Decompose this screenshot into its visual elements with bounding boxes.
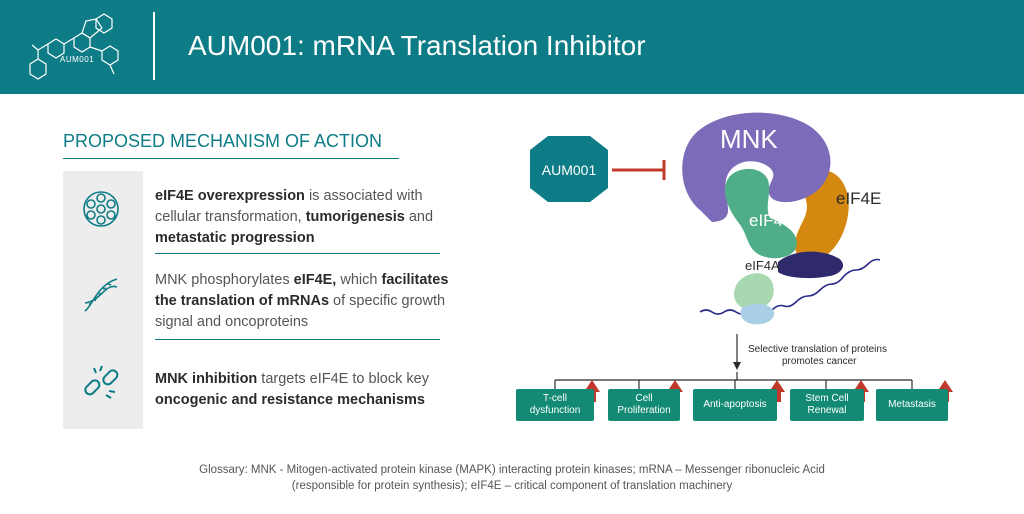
drug-hexagon	[530, 136, 608, 202]
mnk-label: MNK	[720, 124, 778, 154]
dna-helix-icon	[84, 278, 118, 312]
emphasis-text: MNK inhibition	[155, 371, 258, 387]
outcome-box: Metastasis	[876, 389, 948, 421]
outcome-line1: Anti-apoptosis	[703, 399, 767, 410]
mechanism-row-2: MNK phosphorylates eIF4E, which facilita…	[155, 270, 455, 333]
body-text: of specific growth signal and oncoprotei…	[155, 293, 446, 330]
eif4g-protein	[724, 168, 797, 259]
row-divider	[155, 253, 440, 254]
outcome-line1: T-cell	[543, 393, 567, 404]
outcome-line2: Proliferation	[617, 405, 671, 416]
glossary: Glossary: MNK - Mitogen-activated protei…	[120, 462, 904, 494]
broken-chain-icon	[84, 365, 119, 399]
body-text: is associated with cellular transformati…	[155, 188, 423, 225]
outcome-box: Anti-apoptosis	[693, 389, 777, 421]
emphasis-text: eIF4E overexpression	[155, 188, 305, 204]
emphasis-text: oncogenic and resistance mechanisms	[155, 392, 425, 408]
glossary-line-2: (responsible for protein synthesis); eIF…	[291, 480, 733, 492]
header-divider	[153, 12, 155, 80]
flow-arrowhead	[733, 362, 741, 370]
ribosome-subunit	[733, 273, 774, 310]
body-text: which	[336, 272, 382, 288]
mechanism-row-3: MNK inhibition targets eIF4E to block ke…	[155, 369, 455, 411]
drug-label: AUM001	[542, 162, 597, 178]
mrna-strand	[699, 258, 881, 315]
emphasis-text: tumorigenesis	[305, 209, 405, 225]
emphasis-text: metastatic progression	[155, 230, 315, 246]
mnk-protein	[682, 112, 831, 222]
body-text: MNK phosphorylates	[155, 272, 294, 288]
mechanism-diagram: AUM001 MNK eIF4E eIF4G eIF4A Selective t…	[530, 112, 953, 402]
molecule-logo-icon	[29, 13, 119, 80]
eif4g-label: eIF4G	[749, 211, 796, 230]
arrow-caption-2: promotes cancer	[782, 356, 857, 367]
cell-cluster-icon	[83, 191, 119, 227]
icon-column	[63, 171, 143, 429]
glossary-line-1: Glossary: MNK - Mitogen-activated protei…	[199, 464, 825, 476]
ribosome-subunit-lower	[740, 303, 775, 325]
body-text: targets eIF4E to block key	[257, 371, 429, 387]
eif4e-label: eIF4E	[836, 189, 881, 208]
outcome-line1: Cell	[635, 393, 653, 404]
row-divider	[155, 339, 440, 340]
emphasis-text: eIF4E,	[293, 272, 337, 288]
mechanism-row-1: eIF4E overexpression is associated with …	[155, 186, 455, 249]
logo-label: AUM001	[60, 55, 95, 64]
section-title: PROPOSED MECHANISM OF ACTION	[63, 131, 383, 151]
outcome-line2: dysfunction	[529, 405, 581, 416]
header-banner: AUM001 AUM001: mRNA Translation Inhibito…	[0, 0, 1024, 94]
arrow-caption-1: Selective translation of proteins	[748, 344, 887, 355]
eif4a-label: eIF4A	[745, 258, 780, 273]
emphasis-text: facilitates the translation of mRNAs	[155, 272, 449, 309]
section-divider	[63, 158, 399, 159]
page-title: AUM001: mRNA Translation Inhibitor	[188, 30, 646, 61]
outcome-line1: Metastasis	[888, 399, 936, 410]
outcome-line2: Renewal	[807, 405, 847, 416]
body-text: and	[404, 209, 434, 225]
eif4a-protein	[778, 251, 844, 279]
outcome-line1: Stem Cell	[805, 393, 849, 404]
